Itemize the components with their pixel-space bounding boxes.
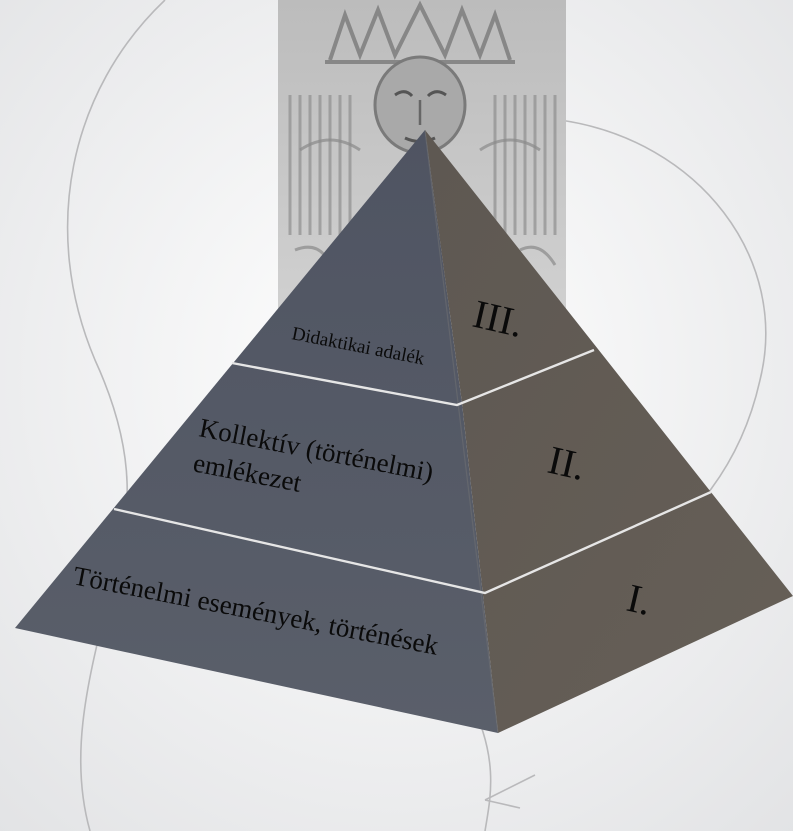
- pyramid-diagram: Didaktikai adalék III. Kollektív (történ…: [0, 0, 793, 831]
